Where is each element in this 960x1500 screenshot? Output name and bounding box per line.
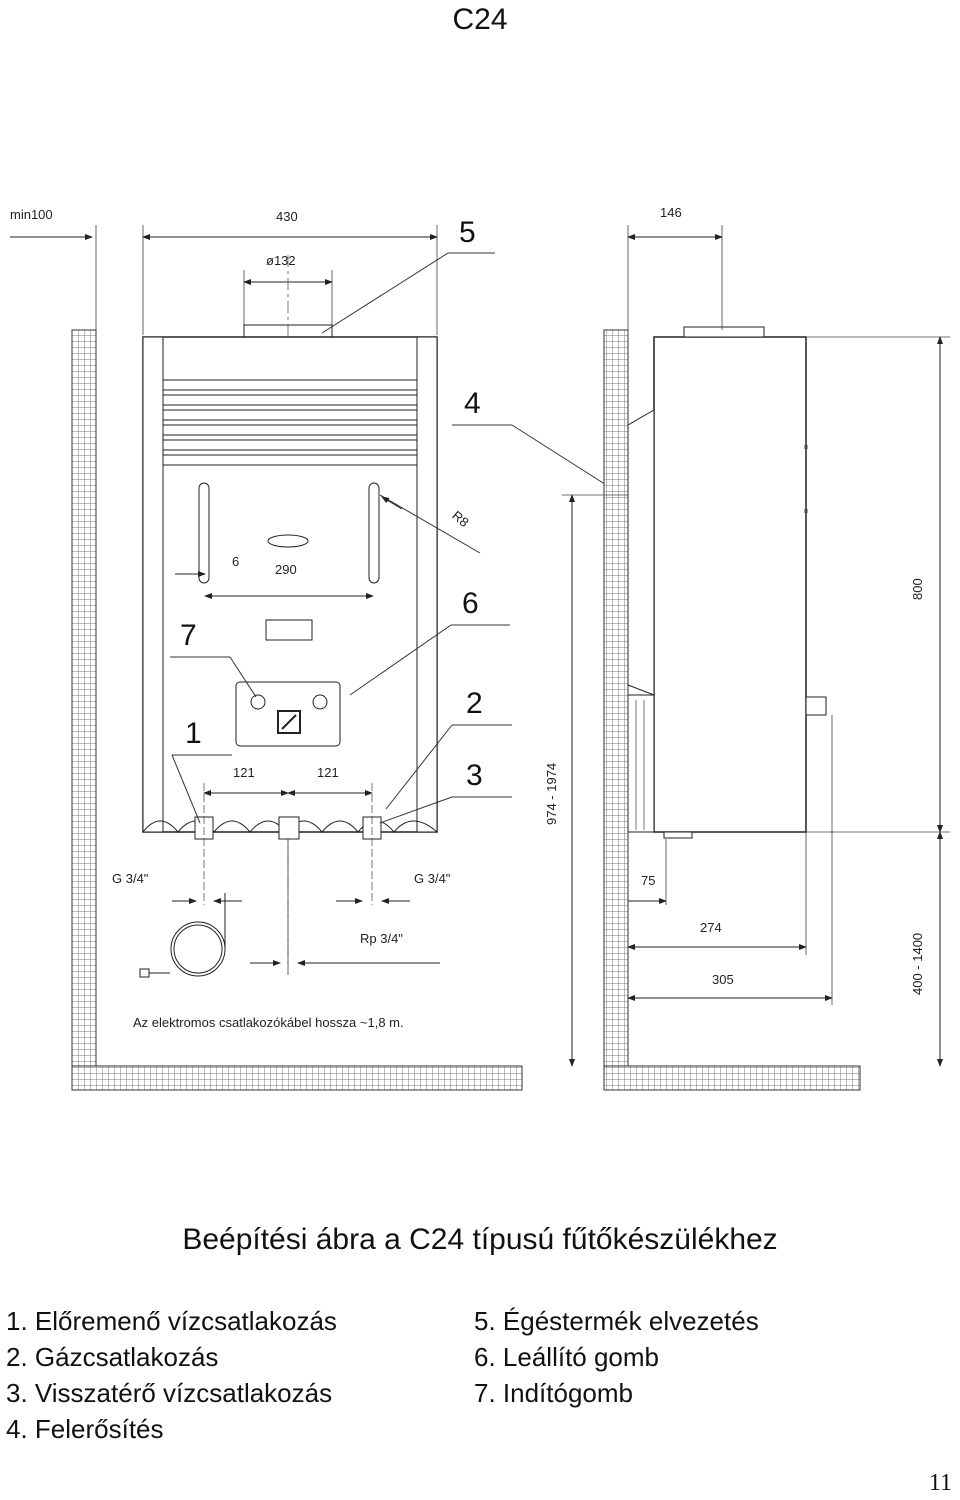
dim-angle: R8 (449, 508, 471, 530)
mount-slot-right (368, 482, 380, 584)
stop-button-icon (312, 694, 328, 710)
dim-75: 75 (641, 873, 655, 888)
dim-800: 800 (910, 578, 925, 600)
front-wall (71, 329, 97, 1091)
legend-item: 7. Indítógomb (474, 1378, 633, 1408)
dim-430: 430 (276, 209, 298, 224)
dim-121-right: 121 (317, 765, 339, 780)
legend-item: 4. Felerősítés (6, 1414, 164, 1444)
callout-6: 6 (462, 587, 479, 620)
dim-146: 146 (660, 205, 682, 220)
dim-305: 305 (712, 972, 734, 987)
legend-item: 2. Gázcsatlakozás (6, 1342, 219, 1372)
appliance-side (653, 336, 807, 833)
dim-thread-right: G 3/4" (414, 871, 451, 886)
callout-4: 4 (464, 387, 481, 420)
dim-gas-thread: Rp 3/4" (360, 931, 403, 946)
side-wall (603, 329, 629, 1091)
dim-mount-height: 974 - 1974 (544, 763, 559, 825)
callout-5: 5 (459, 216, 476, 249)
louvres (162, 379, 418, 466)
dim-274: 274 (700, 920, 722, 935)
plug-icon (139, 968, 150, 978)
legend-item: 1. Előremenő vízcsatlakozás (6, 1306, 337, 1336)
dim-121-left: 121 (233, 765, 255, 780)
pipe-gas (278, 816, 300, 840)
callout-3: 3 (466, 759, 483, 792)
dim-290: 290 (275, 562, 297, 577)
display-window (265, 619, 313, 641)
legend-item: 6. Leállító gomb (474, 1342, 660, 1372)
page-number: 11 (928, 1470, 952, 1496)
figure-caption: Beépítési ábra a C24 típusú fűtőkészülék… (182, 1223, 778, 1256)
callout-7: 7 (180, 619, 197, 652)
cable-note: Az elektromos csatlakozókábel hossza ~1,… (133, 1015, 404, 1030)
brand-logo (267, 534, 309, 548)
dim-floor-height: 400 - 1400 (910, 933, 925, 995)
legend-left: 1. Előremenő vízcsatlakozás 2. Gázcsatla… (6, 1303, 337, 1447)
legend-item: 3. Visszatérő vízcsatlakozás (6, 1378, 333, 1408)
dim-thread-left: G 3/4" (112, 871, 149, 886)
installation-drawing: min100 430 ø132 6 290 (10, 205, 950, 1091)
dim-6: 6 (232, 554, 239, 569)
legend-right: 5. Égéstermék elvezetés 6. Leállító gomb… (474, 1303, 759, 1411)
page-header: C24 (452, 3, 508, 36)
front-floor (71, 1065, 523, 1091)
dim-flue: ø132 (266, 253, 296, 268)
side-floor (603, 1065, 861, 1091)
legend-item: 5. Égéstermék elvezetés (474, 1306, 759, 1336)
cable-coil-icon (170, 921, 226, 977)
mount-slot-left (198, 482, 210, 584)
start-button-icon (250, 694, 266, 710)
dim-min100: min100 (10, 207, 53, 222)
callout-2: 2 (466, 687, 483, 720)
callout-1: 1 (185, 717, 202, 750)
